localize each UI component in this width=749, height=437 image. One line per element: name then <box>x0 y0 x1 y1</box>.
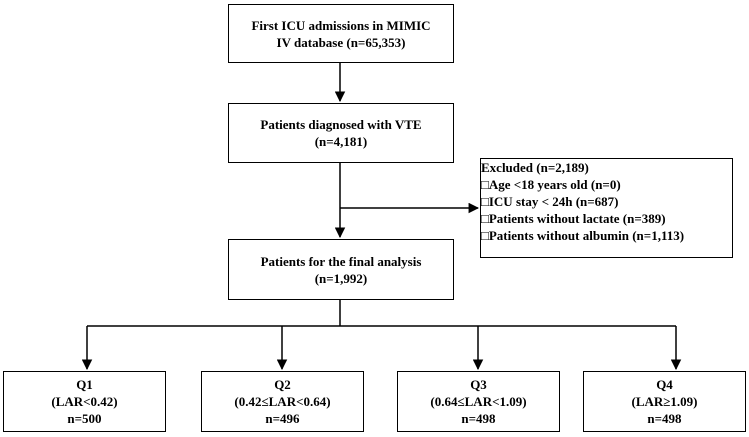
q4-line-3: n=498 <box>647 411 682 426</box>
box-q2: Q2 (0.42≤LAR<0.64) n=496 <box>201 371 364 432</box>
vte-line-1: Patients diagnosed with VTE <box>260 117 422 132</box>
q4-line-1: Q4 <box>656 377 673 392</box>
q3-line-2: (0.64≤LAR<1.09) <box>430 394 527 409</box>
q2-line-3: n=496 <box>265 411 300 426</box>
q2-line-1: Q2 <box>274 377 291 392</box>
box-final-analysis: Patients for the final analysis(n=1,992) <box>228 239 454 300</box>
excluded-line-1: Excluded (n=2,189) <box>481 160 589 175</box>
excluded-line-5: □Patients without albumin (n=1,113) <box>481 228 685 243</box>
excluded-line-4: □Patients without lactate (n=389) <box>481 211 666 226</box>
final-line-2: (n=1,992) <box>314 270 368 286</box>
q3-line-1: Q3 <box>470 377 487 392</box>
box-excluded: Excluded (n=2,189) □Age <18 years old (n=… <box>480 158 733 258</box>
vte-line-2: (n=4,181) <box>314 134 368 149</box>
q1-line-2: (LAR<0.42) <box>51 394 118 409</box>
icu-line-1: First ICU admissions in MIMIC <box>251 17 431 33</box>
q2-line-2: (0.42≤LAR<0.64) <box>234 394 331 409</box>
box-q1: Q1 (LAR<0.42) n=500 <box>3 371 166 432</box>
q1-line-1: Q1 <box>76 377 93 392</box>
q3-line-3: n=498 <box>461 411 496 426</box>
final-line-1: Patients for the final analysis <box>260 253 422 269</box>
q4-line-2: (LAR≥1.09) <box>631 394 698 409</box>
icu-line-2: IV database (n=65,353) <box>276 34 406 50</box>
box-vte-patients: Patients diagnosed with VTE (n=4,181) <box>228 103 454 163</box>
box-q3: Q3 (0.64≤LAR<1.09) n=498 <box>397 371 560 432</box>
box-q4: Q4 (LAR≥1.09) n=498 <box>583 371 746 432</box>
excluded-line-3: □ICU stay < 24h (n=687) <box>481 194 619 209</box>
q1-line-3: n=500 <box>67 411 102 426</box>
excluded-line-2: □Age <18 years old (n=0) <box>481 177 621 192</box>
